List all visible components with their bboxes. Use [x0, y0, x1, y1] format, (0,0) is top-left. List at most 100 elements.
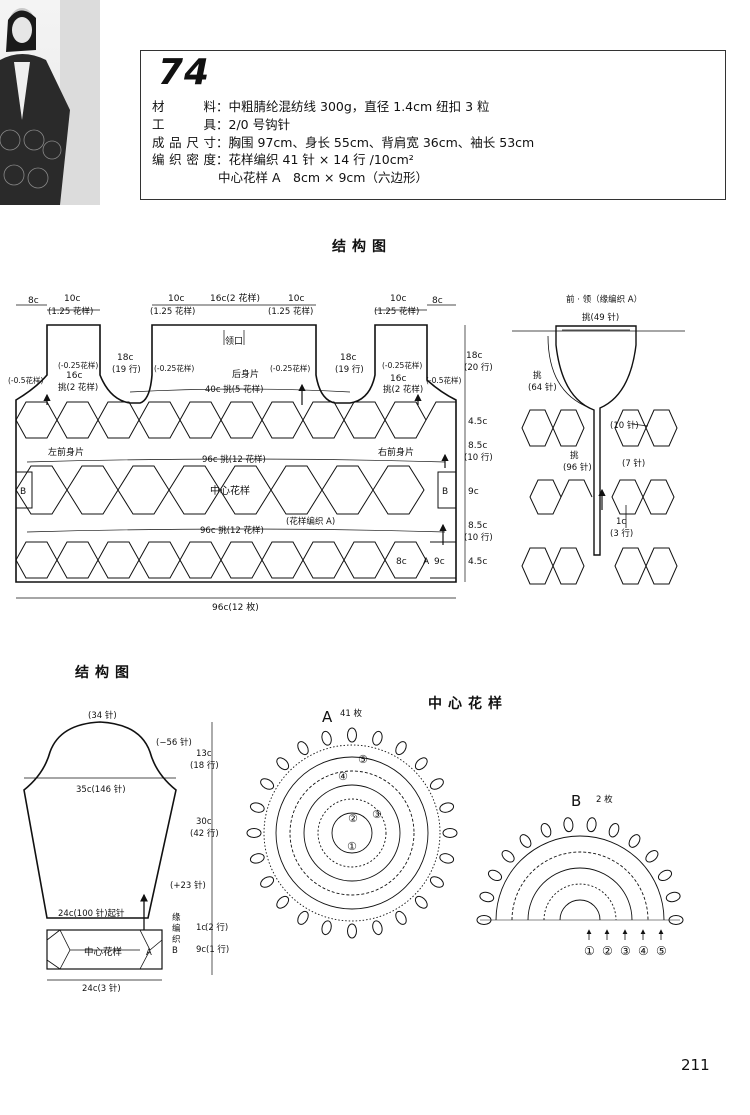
- label-16c: 16c(2 花样): [210, 292, 260, 304]
- body-outline: [15, 324, 457, 583]
- section2-title: 结构图: [75, 665, 135, 681]
- motif-b-round5: ⑤: [656, 944, 667, 958]
- motif-a-petal: [414, 895, 428, 909]
- motif-a-round4: ④: [338, 770, 348, 783]
- label-center: 中心花样: [210, 484, 250, 497]
- spec-material: 材 料：中粗腈纶混纺线 300g，直径 1.4cm 纽扣 3 粒: [152, 99, 490, 114]
- sleeve-A: A: [146, 948, 152, 958]
- motif-b-petal: [501, 850, 515, 863]
- label-back: 后身片: [232, 368, 259, 380]
- motif-a-petal: [347, 923, 357, 939]
- page-number: 211: [681, 1056, 710, 1074]
- motif-b-petal: [540, 822, 552, 838]
- collar-96: (96 针): [563, 462, 592, 473]
- label-m025-b: (-0.25花样): [154, 363, 194, 373]
- label-pattern-a: (花样编织 A): [286, 516, 335, 527]
- sleeve-diagram: [23, 721, 213, 981]
- motif-a-petal: [321, 730, 332, 746]
- motif-b-count: 2 枚: [596, 794, 613, 805]
- sleeve-edge4: B: [172, 946, 178, 956]
- motif-a-petal: [429, 778, 444, 790]
- sleeve-edge3: 织: [172, 934, 181, 945]
- label-10b: (10 行): [464, 532, 493, 543]
- label-pick40: 40c 挑(5 花样): [205, 384, 263, 395]
- motif-a-petal: [439, 853, 455, 864]
- motif-a-petal: [276, 757, 290, 771]
- spec-gauge-motif: 中心花样 A 8cm × 9cm（六边形）: [218, 170, 428, 186]
- motif-b-petal: [479, 891, 495, 903]
- motif-a-petal: [260, 778, 275, 790]
- collar-pick: 挑: [533, 370, 542, 381]
- motif-title: 中心花样: [428, 696, 508, 712]
- sleeve-start: 24c(100 针)起针: [58, 908, 125, 919]
- label-8c-right: 8c: [432, 296, 443, 306]
- label-B-left: B: [20, 487, 26, 497]
- motif-a-petal: [414, 757, 428, 771]
- label-10c-b: 10c: [168, 294, 184, 304]
- label-10c-a: 10c: [64, 294, 80, 304]
- collar-64: (64 针): [528, 382, 557, 393]
- motif-a-petal: [297, 741, 309, 756]
- motif-b-petal: [668, 915, 684, 925]
- collar-title: 前 · 领（缘编织 A）: [566, 294, 642, 305]
- sleeve-top: (34 针): [88, 710, 117, 721]
- motif-a-petal: [321, 920, 332, 936]
- motif-b-round2: ②: [602, 944, 613, 958]
- spec-size: 成品尺寸：胸围 97cm、身长 55cm、背肩宽 36cm、袖长 53cm: [152, 134, 535, 150]
- collar-10: (10 针): [610, 420, 639, 431]
- label-20: (20 行): [464, 362, 493, 373]
- motif-b-petal: [586, 817, 597, 833]
- label-pick96-b: 96c 挑(12 花样): [200, 525, 264, 536]
- sleeve-edge1: 缘: [172, 912, 181, 923]
- sleeve-35c: 35c(146 针): [76, 784, 126, 795]
- motif-b-petal: [645, 850, 659, 863]
- label-45a: 4.5c: [468, 417, 487, 427]
- body-labels: 8c 10c (1.25 花样) 10c (1.25 花样) 16c(2 花样)…: [8, 292, 493, 613]
- label-10a: (10 行): [464, 452, 493, 463]
- motif-a-petal: [395, 910, 407, 925]
- collar-3: (3 行): [610, 528, 633, 539]
- sleeve-edge2: 编: [172, 923, 181, 934]
- label-85a: 8.5c: [468, 441, 487, 451]
- motif-b-round4: ④: [638, 944, 649, 958]
- label-19-a: (19 行): [112, 364, 141, 375]
- motif-a-petals: [246, 727, 458, 939]
- spec-list: 材 料：中粗腈纶混纺线 300g，直径 1.4cm 纽扣 3 粒 工 具：2/0…: [152, 98, 534, 187]
- sleeve-bottom: 24c(3 针): [82, 983, 121, 994]
- label-m025-d: (-0.25花样): [382, 360, 422, 370]
- label-125-a: (1.25 花样): [48, 306, 93, 317]
- collar-pick2: 挑: [570, 450, 579, 461]
- collar-labels: 前 · 领（缘编织 A） 挑(49 针) 挑 (64 针) (10 针) 挑 (…: [528, 294, 645, 539]
- label-125-b: (1.25 花样): [150, 306, 195, 317]
- label-8c-motif: 8c: [396, 557, 407, 567]
- label-pick2-a: 挑(2 花样): [58, 382, 98, 393]
- label-m05-b: (-0.5花样): [426, 375, 462, 385]
- motif-a-round5: ⑤: [358, 753, 368, 766]
- motif-a-petal: [249, 853, 265, 864]
- motif-b-labels: B 2 枚 ① ② ③ ④ ⑤: [571, 792, 667, 958]
- label-B-right: B: [442, 487, 448, 497]
- label-18c-b: 18c: [340, 353, 356, 363]
- motif-b-petal: [665, 891, 681, 903]
- label-125-c: (1.25 花样): [268, 306, 313, 317]
- body-arrows: [43, 383, 449, 545]
- spec-box: [140, 50, 726, 200]
- sleeve-dec: (−56 针): [156, 737, 192, 748]
- collar-pick49: 挑(49 针): [582, 312, 619, 323]
- motif-a-petal: [429, 876, 444, 888]
- label-85b: 8.5c: [468, 521, 487, 531]
- label-9c: 9c: [468, 487, 479, 497]
- sleeve-center: 中心花样: [84, 946, 122, 958]
- motif-a-petal: [347, 727, 357, 743]
- label-16c-a: 16c: [66, 371, 82, 381]
- motif-a-label: A: [322, 708, 333, 726]
- label-pick96-a: 96c 挑(12 花样): [202, 454, 266, 465]
- motif-b-petal: [487, 869, 503, 882]
- body-hexagons: [15, 401, 457, 579]
- pattern-number: 74: [158, 52, 211, 93]
- sleeve-13c: 13c: [196, 749, 212, 759]
- motif-a-petal: [249, 802, 265, 813]
- model-photo: [0, 0, 100, 205]
- motif-a-petal: [297, 910, 309, 925]
- sleeve-30c: 30c: [196, 817, 212, 827]
